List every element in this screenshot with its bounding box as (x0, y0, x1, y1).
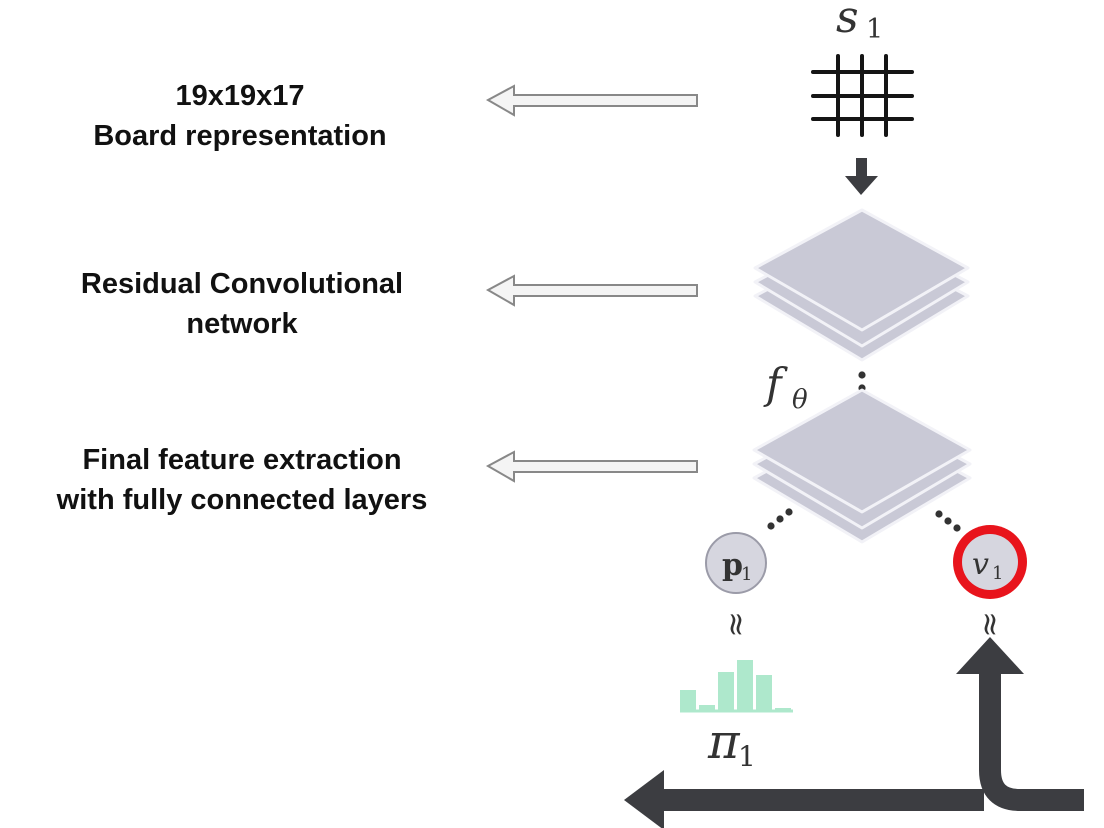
arrow-left-icon (485, 450, 698, 483)
policy-symbol-letter: p (722, 548, 743, 583)
ellipsis-diagonal-icon (767, 508, 961, 532)
histogram-bar (756, 675, 772, 711)
histogram-bar (737, 660, 753, 711)
board-representation-label: 19x19x17 Board representation (40, 76, 440, 156)
final-label-line1: Final feature extraction (82, 444, 402, 476)
histogram-bar (680, 690, 696, 711)
pi-symbol-sub: 1 (738, 740, 756, 773)
state-symbol-sub: 1 (866, 14, 883, 45)
value-node: v 1 (953, 525, 1027, 599)
final-label-line2: with fully connected layers (56, 484, 428, 516)
policy-node: p 1 (705, 532, 767, 594)
arrow-left-icon (485, 84, 698, 117)
value-symbol-letter: v (972, 547, 989, 582)
network-function-symbol: f θ (763, 359, 808, 415)
approx-icon: ≈ (972, 611, 1010, 638)
policy-flow-arrow (624, 770, 984, 828)
histogram-bar (718, 672, 734, 711)
search-policy-symbol: π 1 (707, 714, 756, 773)
state-symbol-letter: s (836, 0, 859, 43)
board-label-line1: 19x19x17 (175, 80, 305, 112)
residual-layer-stack (753, 208, 970, 362)
histogram-bar (699, 705, 715, 711)
state-symbol: s 1 (836, 0, 883, 45)
network-symbol-sub: θ (792, 385, 808, 415)
approx-icon: ≈ (718, 611, 756, 638)
value-symbol-sub: 1 (992, 563, 1003, 584)
value-feedback-arrow (956, 637, 1084, 815)
feature-layer-stack (752, 388, 972, 544)
policy-symbol-sub: 1 (741, 564, 752, 585)
board-label-line2: Board representation (93, 120, 387, 152)
pi-symbol-letter: π (707, 714, 741, 770)
resnet-label-line2: network (186, 308, 298, 340)
residual-network-label: Residual Convolutional network (22, 264, 462, 344)
arrow-left-icon (485, 274, 698, 307)
resnet-label-line1: Residual Convolutional (80, 268, 404, 300)
arrow-down-icon (845, 158, 878, 195)
grid-3x3-icon (811, 54, 914, 137)
network-symbol-letter: f (763, 359, 788, 408)
final-feature-label: Final feature extraction with fully conn… (12, 440, 472, 520)
policy-histogram (680, 660, 791, 711)
